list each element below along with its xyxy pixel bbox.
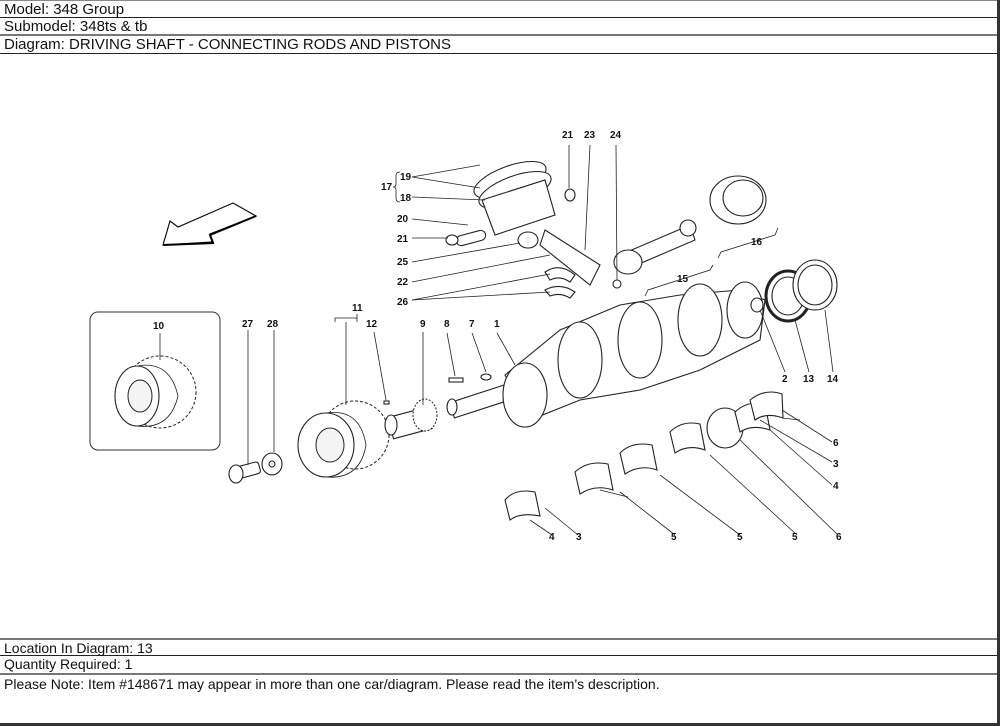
timing-gear — [384, 398, 438, 440]
callout-16: 16 — [751, 237, 763, 248]
callout-12: 12 — [366, 319, 378, 330]
callout-19: 19 — [400, 172, 412, 183]
callout-labels: 17 19 18 20 21 25 22 26 21 23 24 16 15 1… — [153, 130, 842, 543]
callout-20: 20 — [397, 214, 409, 225]
callout-17: 17 — [381, 182, 393, 193]
callout-11: 11 — [352, 303, 363, 314]
callout-26: 26 — [397, 297, 409, 308]
callout-21-top: 21 — [562, 130, 574, 141]
callout-13: 13 — [803, 374, 815, 385]
key-8 — [448, 377, 464, 383]
key-7 — [480, 373, 492, 381]
parts-diagram: 17 19 18 20 21 25 22 26 21 23 24 16 15 1… — [0, 55, 997, 638]
callout-28: 28 — [267, 319, 279, 330]
pin-12 — [383, 400, 390, 405]
callout-6: 6 — [833, 438, 839, 449]
callout-5: 5 — [671, 532, 677, 543]
callout-1: 1 — [494, 319, 500, 330]
diagram-title: Diagram: DRIVING SHAFT - CONNECTING RODS… — [0, 36, 997, 54]
pulley-assembly — [297, 400, 390, 478]
callout-2: 2 — [782, 374, 788, 385]
arrow-left-down-icon — [162, 202, 258, 246]
callout-25: 25 — [397, 257, 409, 268]
callout-10: 10 — [153, 321, 165, 332]
callout-5-right: 5 — [792, 532, 798, 543]
pulley-inset — [89, 311, 221, 451]
callout-3: 3 — [833, 459, 839, 470]
crankshaft — [446, 281, 766, 428]
location-in-diagram: Location In Diagram: 13 — [0, 638, 997, 656]
quantity-required: Quantity Required: 1 — [0, 656, 997, 675]
callout-6-bottom: 6 — [836, 532, 842, 543]
callout-22: 22 — [397, 277, 409, 288]
callout-15: 15 — [677, 274, 689, 285]
piston-rod-assembly — [445, 160, 779, 299]
submodel-label: Submodel: 348ts & tb — [0, 18, 997, 36]
callout-8: 8 — [444, 319, 450, 330]
model-label: Model: 348 Group — [0, 0, 997, 18]
main-bearing-shells — [504, 391, 784, 521]
callout-7: 7 — [469, 319, 475, 330]
callout-24: 24 — [610, 130, 622, 141]
callout-3-bottom: 3 — [576, 532, 582, 543]
crankshaft-seals — [750, 259, 838, 323]
item-note: Please Note: Item #148671 may appear in … — [4, 676, 660, 692]
bolt-and-washer — [228, 452, 283, 484]
callout-4: 4 — [833, 481, 839, 492]
callout-9: 9 — [420, 319, 426, 330]
callout-14: 14 — [827, 374, 839, 385]
callout-23: 23 — [584, 130, 596, 141]
callout-5-mid: 5 — [737, 532, 743, 543]
callout-18: 18 — [400, 193, 412, 204]
callout-21: 21 — [397, 234, 409, 245]
callout-27: 27 — [242, 319, 254, 330]
leader-lines — [159, 144, 839, 536]
callout-4-bottom: 4 — [549, 532, 555, 543]
